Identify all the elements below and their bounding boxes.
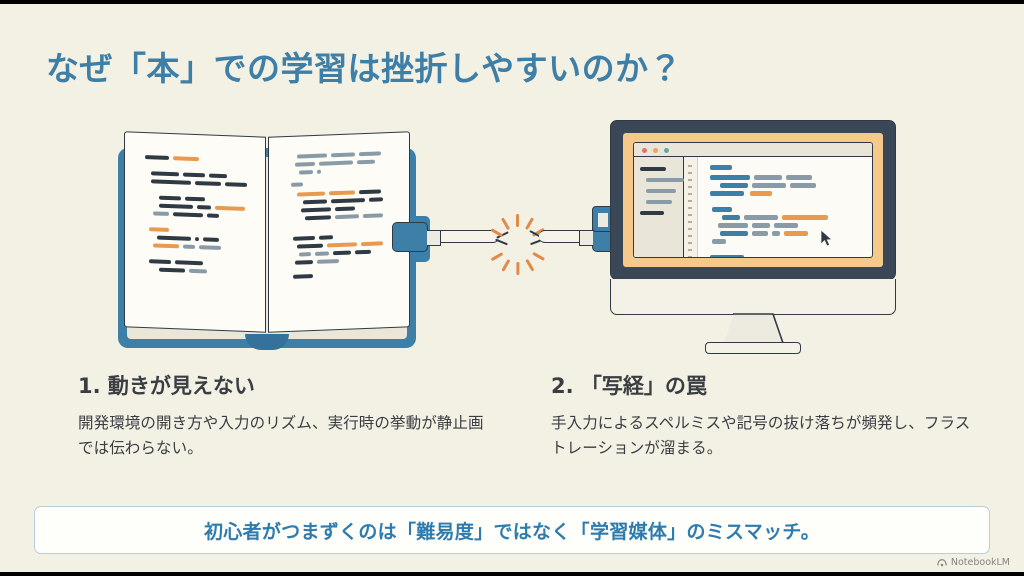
- reason-column-2: 2. 「写経」の罠 手入力によるスペルミスや記号の抜け落ちが頻発し、フラストレー…: [551, 370, 971, 461]
- page-title: なぜ「本」での学習は挫折しやすいのか？: [46, 49, 683, 88]
- code-editor-window: [633, 142, 873, 258]
- monitor-chin: [610, 279, 896, 315]
- usb-wire-right: [539, 230, 579, 243]
- illustration-stage: [0, 112, 1024, 354]
- usb-plug-left: [392, 222, 441, 252]
- reason-2-heading: 2. 「写経」の罠: [551, 374, 707, 398]
- conclusion-callout: 初心者がつまずくのは「難易度」ではなく「学習媒体」のミスマッチ。: [34, 506, 990, 554]
- reason-1-heading: 1. 動きが見えない: [78, 374, 255, 398]
- editor-titlebar: [634, 143, 872, 157]
- notebooklm-watermark-label: NotebookLM: [950, 557, 1010, 568]
- slide-canvas: なぜ「本」での学習は挫折しやすいのか？: [0, 4, 1024, 572]
- monitor-usb-port: [592, 206, 612, 232]
- traffic-light-minimize-icon: [653, 147, 658, 153]
- book-spine-clasp: [245, 334, 289, 350]
- monitor-screen-glow: [623, 133, 883, 267]
- desktop-monitor-illustration: [592, 120, 896, 354]
- traffic-light-maximize-icon: [664, 147, 669, 153]
- notebooklm-watermark: NotebookLM: [937, 557, 1010, 568]
- letterbox-top: [0, 0, 1024, 4]
- reason-2-body: 手入力によるスペルミスや記号の抜け落ちが頻発し、フラストレーションが溜まる。: [551, 414, 971, 458]
- monitor-stand-neck: [723, 314, 783, 346]
- editor-code-area: [698, 157, 872, 257]
- reason-column-1: 1. 動きが見えない 開発環境の開き方や入力のリズム、実行時の挙動が静止画では伝…: [78, 370, 498, 461]
- notebooklm-logo-icon: [937, 558, 947, 566]
- usb-plug-left-tip: [427, 230, 441, 246]
- monitor-bezel: [610, 120, 896, 280]
- editor-line-number-gutter: [684, 157, 698, 257]
- spark-burst: [484, 204, 548, 275]
- reason-1-body: 開発環境の開き方や入力のリズム、実行時の挙動が静止画では伝わらない。: [78, 414, 484, 458]
- usb-wire-left: [441, 230, 499, 243]
- conclusion-callout-text: 初心者がつまずくのは「難易度」ではなく「学習媒体」のミスマッチ。: [203, 520, 821, 543]
- open-book-illustration: [118, 131, 430, 352]
- book-text-lines-right: [269, 132, 409, 331]
- editor-sidebar: [634, 157, 684, 257]
- book-text-lines-left: [125, 132, 265, 331]
- book-page-right: [268, 131, 410, 333]
- book-page-left: [124, 131, 266, 333]
- monitor-stand-base: [705, 342, 801, 354]
- traffic-light-close-icon: [642, 147, 647, 153]
- letterbox-bottom: [0, 572, 1024, 576]
- usb-plug-right-tip: [579, 230, 593, 246]
- mouse-cursor-icon: [820, 229, 833, 247]
